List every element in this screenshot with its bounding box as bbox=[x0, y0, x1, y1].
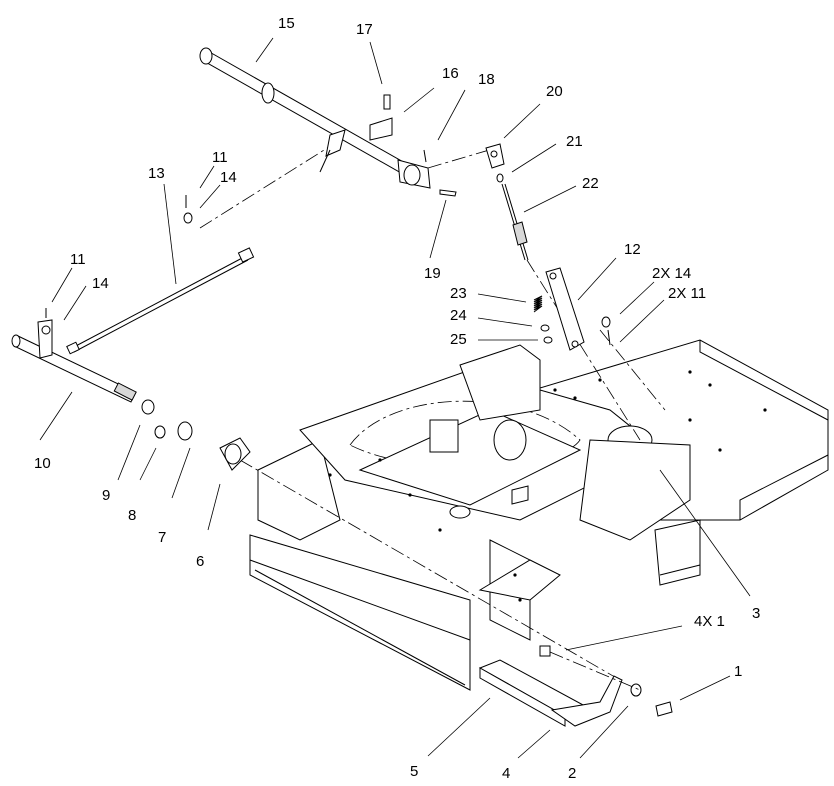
callout-21: 21 bbox=[566, 133, 583, 150]
callout-18: 18 bbox=[478, 71, 495, 88]
callout-6: 6 bbox=[196, 553, 204, 570]
part-25-nut bbox=[543, 336, 553, 344]
lower-shaft-assembly bbox=[11, 319, 621, 681]
callout-2: 2 bbox=[568, 765, 576, 782]
callout-4: 4 bbox=[502, 765, 510, 782]
callout-11-left: 11 bbox=[70, 251, 86, 268]
part-22-rod bbox=[501, 183, 526, 261]
callout-12: 12 bbox=[624, 241, 641, 258]
left-side-plate bbox=[257, 439, 341, 541]
rod-13 bbox=[66, 139, 341, 355]
callout-20: 20 bbox=[546, 83, 563, 100]
callout-4x1: 4X 1 bbox=[694, 613, 725, 630]
inner-window-left bbox=[429, 419, 459, 453]
callout-22: 22 bbox=[582, 175, 599, 192]
inner-hole bbox=[493, 419, 527, 461]
lever-arm-assembly bbox=[533, 267, 666, 411]
linkage-rod-assembly bbox=[485, 143, 641, 441]
callout-7: 7 bbox=[158, 529, 166, 546]
part-2-washer bbox=[630, 683, 642, 697]
part-4-pedal bbox=[550, 675, 623, 727]
callout-14-upper: 14 bbox=[220, 169, 237, 186]
callout-labels: 15 17 16 18 20 21 22 11 14 13 19 12 2X 1… bbox=[34, 15, 760, 782]
right-leg bbox=[654, 519, 701, 586]
callout-19: 19 bbox=[424, 265, 441, 282]
callout-8: 8 bbox=[128, 507, 136, 524]
part-17-bolt bbox=[383, 94, 391, 110]
main-frame bbox=[249, 339, 829, 691]
callout-15: 15 bbox=[278, 15, 295, 32]
part-24-washer bbox=[540, 324, 550, 332]
callout-2x11: 2X 11 bbox=[668, 285, 706, 302]
part-23-spring bbox=[533, 295, 543, 313]
washer-14-upper bbox=[183, 212, 193, 224]
part-8-washer bbox=[154, 425, 166, 439]
shaft-15 bbox=[201, 49, 429, 187]
part-7-spacer bbox=[177, 421, 193, 441]
part-16-clamp bbox=[369, 117, 393, 141]
pedal-assembly bbox=[478, 645, 673, 727]
callout-16: 16 bbox=[442, 65, 459, 82]
callout-25: 25 bbox=[450, 331, 467, 348]
callout-10: 10 bbox=[34, 455, 51, 472]
front-skirt bbox=[249, 534, 471, 691]
callout-14-left: 14 bbox=[92, 275, 109, 292]
small-hardware bbox=[45, 195, 193, 318]
part-21-nut bbox=[496, 173, 504, 183]
callout-2x14: 2X 14 bbox=[652, 265, 691, 282]
callout-9: 9 bbox=[102, 487, 110, 504]
part-1-bolt bbox=[655, 701, 673, 717]
leader-lines bbox=[39, 37, 751, 759]
callout-11-upper: 11 bbox=[212, 149, 228, 166]
upper-shaft-assembly bbox=[199, 47, 497, 197]
part-12-lever-arm bbox=[545, 267, 585, 351]
callout-24: 24 bbox=[450, 307, 467, 324]
callout-3: 3 bbox=[752, 605, 760, 622]
part-1-frame-bolt bbox=[539, 645, 551, 657]
right-upright bbox=[579, 439, 691, 541]
mounting-holes bbox=[328, 370, 767, 602]
callout-5: 5 bbox=[410, 763, 418, 780]
callout-17: 17 bbox=[356, 21, 373, 38]
callout-23: 23 bbox=[450, 285, 467, 302]
part-18-pin bbox=[423, 149, 427, 163]
callout-1: 1 bbox=[734, 663, 742, 680]
part-19-pin bbox=[439, 189, 457, 197]
part-9-bushing bbox=[141, 399, 155, 415]
callout-13: 13 bbox=[148, 165, 165, 182]
rear-bracket bbox=[459, 344, 541, 421]
